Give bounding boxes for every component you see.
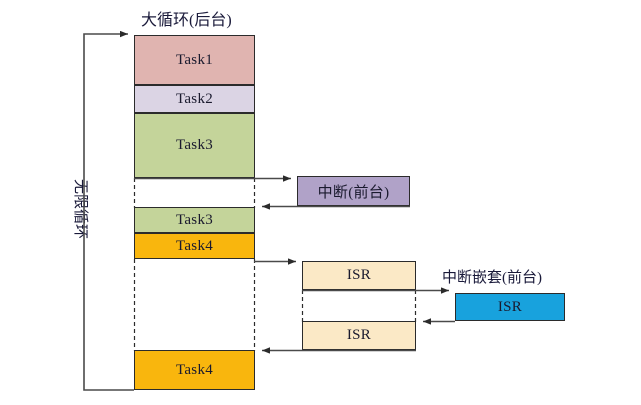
isr-box-lower: ISR	[302, 321, 416, 350]
nested-interrupt-title: 中断嵌套(前台)	[442, 270, 542, 286]
isr-dashed-guides	[301, 290, 417, 322]
nested-isr-box: ISR	[455, 293, 565, 321]
background-dashed-guides	[133, 178, 256, 351]
task-box-task3-second: Task3	[134, 207, 255, 233]
task-box-task1: Task1	[134, 35, 255, 85]
main-loop-title: 大循环(后台)	[141, 12, 232, 29]
interrupt-box: 中断(前台)	[297, 176, 410, 206]
task-box-task4-final: Task4	[134, 350, 255, 390]
task-box-task2: Task2	[134, 85, 255, 113]
task-box-task3-first: Task3	[134, 113, 255, 178]
task-box-task4-first: Task4	[134, 233, 255, 259]
infinite-loop-label: 无限循环	[72, 179, 88, 240]
isr-box-upper: ISR	[302, 261, 416, 290]
